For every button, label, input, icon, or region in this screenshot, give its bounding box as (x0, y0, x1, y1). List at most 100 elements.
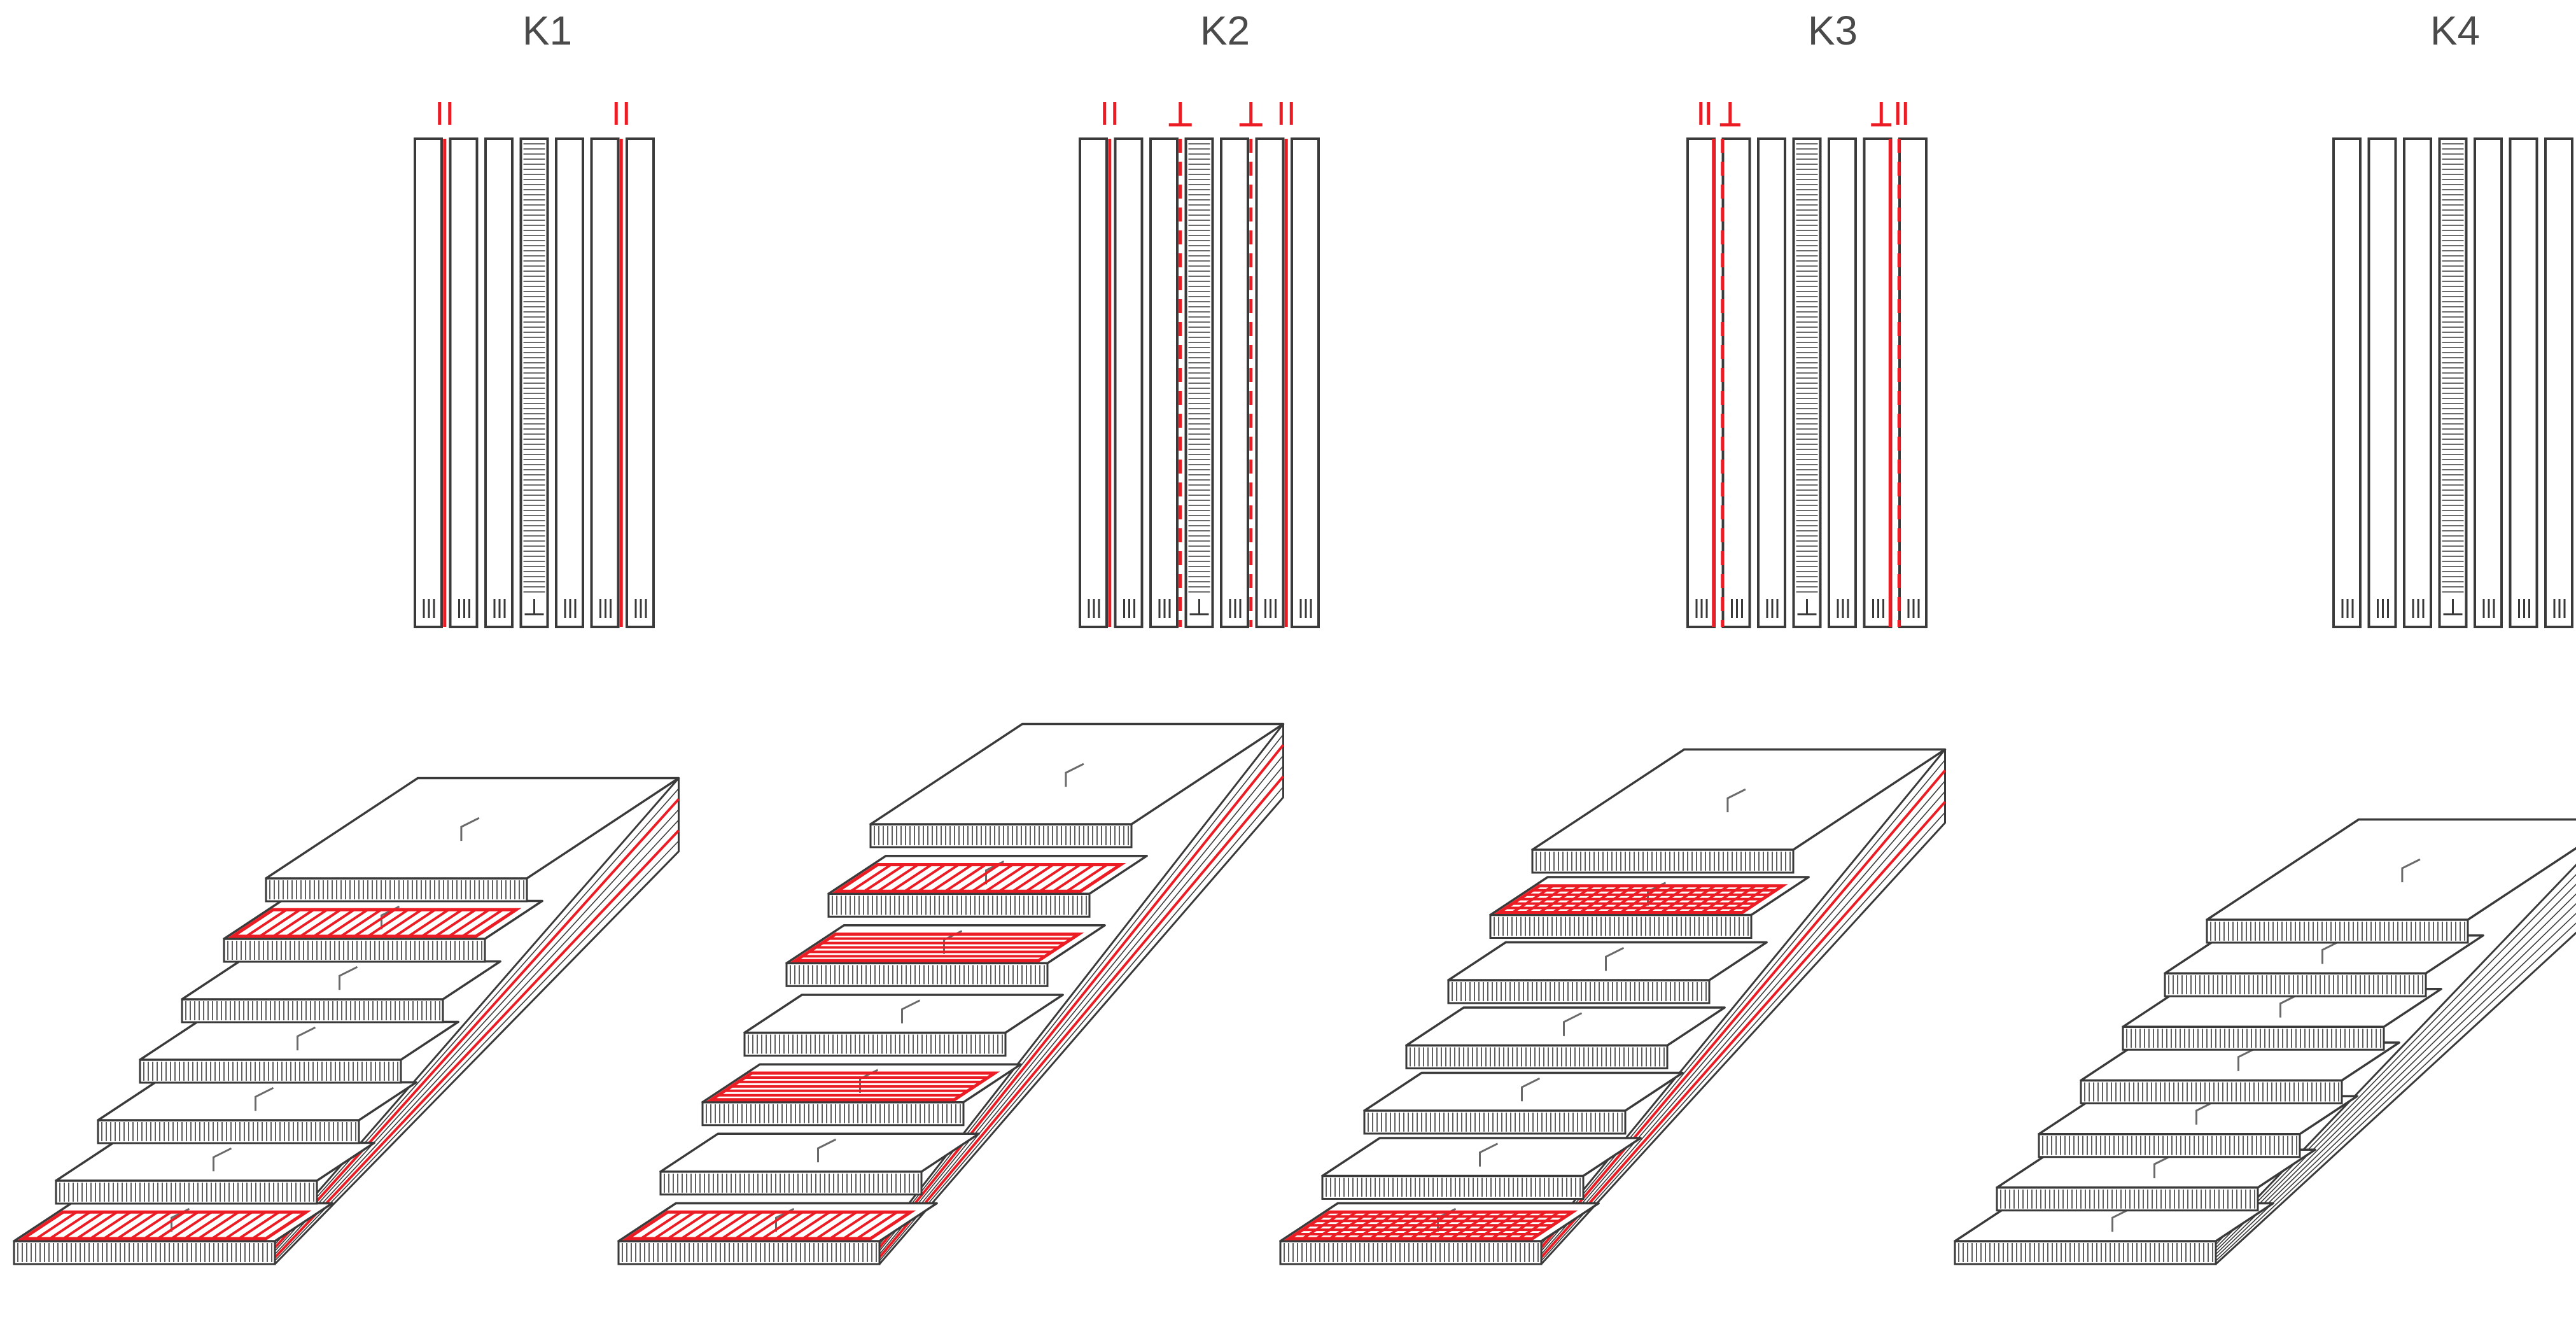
stepped-specimen-k1 (13, 777, 680, 1265)
step-top-face (181, 960, 501, 1001)
step-top-face (2038, 1095, 2358, 1136)
label-k4: K4 (2430, 8, 2480, 53)
layer-strip (1220, 137, 1249, 628)
layer-strip (414, 137, 443, 628)
notch-line (816, 1211, 858, 1240)
notch-line (998, 863, 1040, 892)
step-4 (139, 1020, 459, 1084)
step-edge-hatching (2210, 922, 2465, 941)
notch-line (864, 863, 906, 892)
side-layer-line (2215, 913, 2576, 1258)
notch-line (394, 908, 436, 938)
step-top-face (1321, 1137, 1642, 1178)
fiber-arrow-icon (2237, 1047, 2257, 1071)
stepped-specimens (13, 722, 2576, 1265)
layer-strip (1291, 137, 1320, 628)
fiber-arrow-icon (213, 1147, 232, 1172)
notch-line (36, 1211, 78, 1240)
notch-line (90, 1211, 132, 1240)
notch-line (640, 1211, 682, 1240)
notch-line (130, 1211, 172, 1240)
step-edge-hatching (2000, 1189, 2255, 1209)
core-hatching (1188, 143, 1210, 615)
step-7 (869, 722, 1285, 848)
step-top-face (2164, 934, 2484, 974)
notch-line (313, 908, 355, 938)
notch-line (802, 1211, 844, 1240)
step-top-face (701, 1063, 1022, 1104)
core-hatching (2442, 143, 2464, 615)
cut-marker (1871, 102, 1907, 627)
label-k1: K1 (522, 8, 572, 53)
notch-line (667, 1211, 709, 1240)
fiber-direction-mark (2518, 599, 2530, 618)
label-k3: K3 (1808, 8, 1858, 53)
step-edge-hatching (706, 1104, 961, 1123)
fiber-direction-mark (1837, 599, 1849, 618)
notch-line (944, 863, 986, 892)
side-layer-line (879, 755, 1284, 1251)
step-edge-hatching (1452, 982, 1707, 1001)
notch-line (184, 1211, 226, 1240)
notch-line (448, 908, 490, 938)
layer-strip (1828, 137, 1857, 628)
notch-grid (1284, 1210, 1578, 1241)
notch-line (62, 1211, 104, 1240)
side-notch-line (274, 829, 680, 1259)
step-edge-hatching (2168, 975, 2423, 995)
notch-line (1066, 863, 1108, 892)
step-1 (1954, 1202, 2274, 1265)
notch-parallel (622, 1210, 916, 1241)
step-edge-hatching (2042, 1136, 2297, 1155)
fiber-arrow-icon (1726, 788, 1746, 813)
notch-grid (1494, 884, 1788, 914)
side-notch-line (1540, 770, 1947, 1249)
fiber-direction-mark (1872, 599, 1884, 618)
fiber-arrow-icon (1605, 946, 1625, 971)
fiber-arrow-icon (2279, 994, 2299, 1018)
fiber-arrow-icon (2153, 1154, 2173, 1179)
fiber-direction-mark (1695, 599, 1708, 618)
step-4 (1405, 1006, 1726, 1069)
step-edge-hatching (101, 1122, 356, 1141)
side-notch-line (878, 775, 1285, 1259)
side-layer-line (1541, 780, 1946, 1251)
notch-line (116, 1211, 158, 1240)
fiber-direction-mark (493, 599, 506, 618)
fiber-arrow-icon (339, 966, 358, 990)
notch-line (251, 1211, 293, 1240)
notch-line (259, 908, 301, 938)
layer-strip (2544, 137, 2573, 628)
step-5 (181, 960, 501, 1023)
step-edge-hatching (227, 941, 482, 960)
step-edge-hatching (1958, 1243, 2213, 1262)
layer-strip (626, 137, 655, 628)
layer-strip (1757, 137, 1786, 628)
step-3 (2038, 1095, 2358, 1158)
step-7 (265, 777, 680, 903)
notch-line (708, 1211, 750, 1240)
layer-strip (1686, 137, 1716, 628)
side-layer-line (274, 819, 680, 1255)
side-layer-line (2215, 922, 2576, 1262)
step-top-face (139, 1020, 459, 1061)
notch-parallel (832, 863, 1126, 893)
step-edge-hatching (874, 826, 1129, 845)
notch-line (748, 1211, 790, 1240)
layer-strip (484, 137, 514, 628)
notch-line (286, 908, 328, 938)
step-2 (659, 1132, 980, 1196)
fiber-arrow-icon (1563, 1012, 1583, 1036)
fiber-direction-mark (1731, 599, 1743, 618)
notch-line (435, 908, 477, 938)
step-7 (2206, 818, 2576, 944)
notch-line (272, 908, 314, 938)
notch-line (721, 1211, 763, 1240)
notch-line (103, 1211, 145, 1240)
notch-line (694, 1211, 736, 1240)
fiber-arrow-icon (817, 1138, 837, 1163)
notch-line (918, 863, 960, 892)
notch-line (680, 1211, 723, 1240)
layer-strip (555, 137, 584, 628)
notch-line (246, 908, 288, 938)
